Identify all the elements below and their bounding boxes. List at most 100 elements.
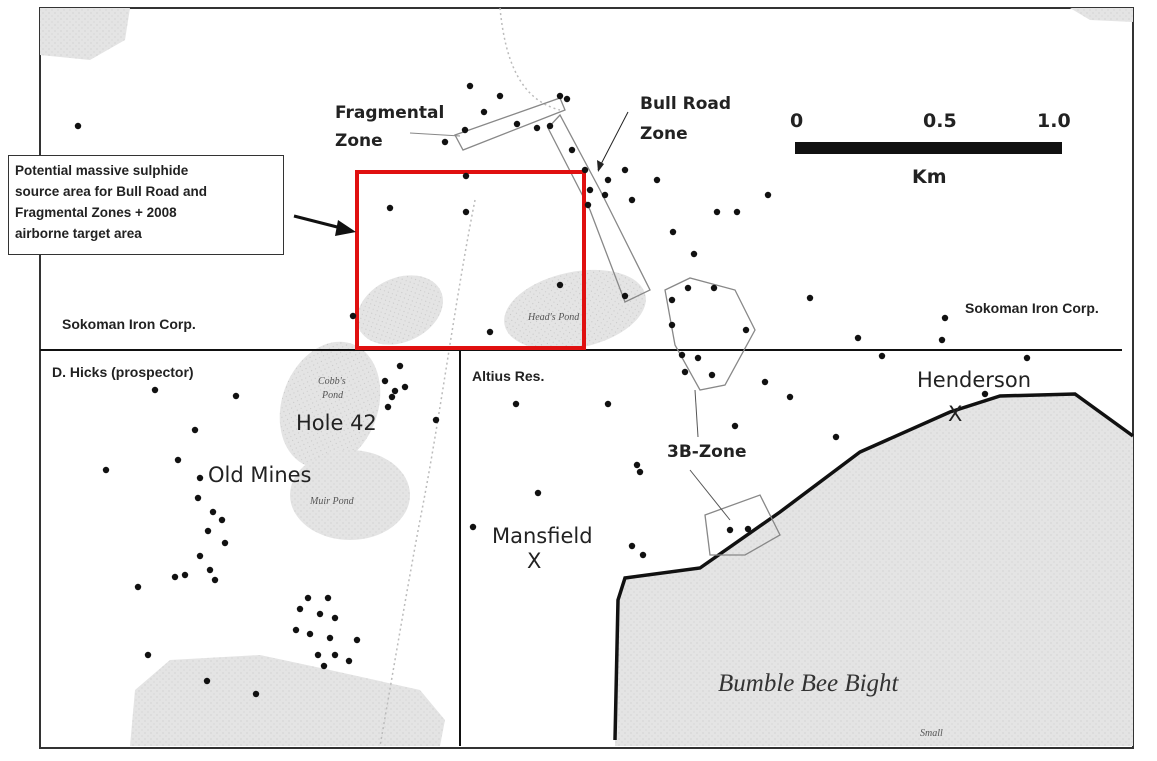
callout-box: Potential massive sulphide source area f… xyxy=(8,155,284,255)
drill-hole-dot xyxy=(832,433,840,441)
drill-hole-dot xyxy=(713,208,721,216)
drill-hole-dot xyxy=(151,386,159,394)
henderson-label: Henderson xyxy=(917,368,1032,392)
arrowhead xyxy=(597,160,604,172)
drill-hole-dot xyxy=(441,138,449,146)
drill-hole-dot xyxy=(384,403,392,411)
drill-hole-dot xyxy=(764,191,772,199)
drill-hole-dot xyxy=(331,651,339,659)
drill-hole-dot xyxy=(786,393,794,401)
drill-hole-dot xyxy=(981,390,989,398)
scale-tick-1.0: 1.0 xyxy=(1037,110,1071,132)
drill-hole-dot xyxy=(1023,354,1031,362)
drill-hole-dot xyxy=(314,651,322,659)
drill-hole-dot xyxy=(191,426,199,434)
drill-hole-dot xyxy=(432,416,440,424)
drill-hole-dot xyxy=(466,82,474,90)
drill-hole-dot xyxy=(486,328,494,336)
drill-hole-dot xyxy=(938,336,946,344)
drill-hole-dot xyxy=(316,610,324,618)
drill-hole-dot xyxy=(252,690,260,698)
drill-hole-dot xyxy=(568,146,576,154)
muir-pond xyxy=(290,450,410,540)
drill-hole-dot xyxy=(512,400,520,408)
callout-arrowhead xyxy=(335,220,356,236)
henderson-marker: X xyxy=(948,402,963,426)
bull-road-zone-outline xyxy=(547,113,651,303)
drill-hole-dot xyxy=(533,124,541,132)
drill-hole-dot xyxy=(628,542,636,550)
scale-tick-0.5: 0.5 xyxy=(923,110,957,132)
hole-42-label: Hole 42 xyxy=(296,411,377,435)
drill-hole-dot xyxy=(296,605,304,613)
drill-hole-dot xyxy=(388,393,396,401)
drill-hole-dot xyxy=(668,321,676,329)
drill-hole-dot xyxy=(878,352,886,360)
drill-hole-dot xyxy=(633,461,641,469)
drill-hole-dot xyxy=(726,526,734,534)
coastline xyxy=(613,392,1135,741)
drill-hole-dot xyxy=(678,351,686,359)
drill-hole-dot xyxy=(733,208,741,216)
drill-hole-dot xyxy=(496,92,504,100)
fragmental-zone-label-2: Zone xyxy=(335,131,383,151)
claim-label-altius: Altius Res. xyxy=(472,368,545,384)
drill-hole-dot xyxy=(203,677,211,685)
drill-hole-dot xyxy=(171,573,179,581)
heads-pond xyxy=(504,269,646,351)
drill-hole-dot xyxy=(513,120,521,128)
cobbs-pond xyxy=(279,341,381,469)
drill-hole-dot xyxy=(480,108,488,116)
drill-hole-dot xyxy=(324,594,332,602)
drill-hole-dot xyxy=(584,201,592,209)
drill-hole-dot xyxy=(744,525,752,533)
drill-hole-dot xyxy=(586,186,594,194)
drill-hole-dot xyxy=(694,354,702,362)
scale-bar xyxy=(795,142,1062,154)
pond-top-right xyxy=(1070,8,1133,22)
claim-label-sokoman-left: Sokoman Iron Corp. xyxy=(62,316,196,332)
drill-hole-dot xyxy=(211,576,219,584)
drill-hole-dot xyxy=(604,176,612,184)
drill-hole-dot xyxy=(690,250,698,258)
callout-line: airborne target area xyxy=(15,226,142,241)
target-area-box xyxy=(355,170,586,350)
drill-hole-dot xyxy=(194,494,202,502)
pond-top-left xyxy=(40,8,130,60)
drill-hole-dot xyxy=(204,527,212,535)
drill-hole-dot xyxy=(604,400,612,408)
fragmental-zone-label-1: Fragmental xyxy=(335,103,445,123)
bumble-bee-bight-water xyxy=(615,394,1133,746)
drill-hole-dot xyxy=(668,296,676,304)
drill-hole-dot xyxy=(221,539,229,547)
drill-hole-dot xyxy=(669,228,677,236)
drill-hole-dot xyxy=(209,508,217,516)
cobbs-pond-label-1: Cobb's xyxy=(318,376,346,387)
leader-arrow-3b-lower xyxy=(689,469,731,521)
drill-hole-dot xyxy=(345,657,353,665)
scale-tick-0: 0 xyxy=(790,110,804,132)
drill-hole-dot xyxy=(349,312,357,320)
drill-hole-dot xyxy=(196,474,204,482)
drill-hole-dot xyxy=(621,292,629,300)
drill-hole-dot xyxy=(628,196,636,204)
drill-hole-dot xyxy=(601,191,609,199)
drill-hole-dot xyxy=(461,126,469,134)
drill-hole-dot xyxy=(546,122,554,130)
small-label: Small xyxy=(920,728,943,739)
leader-arrow-3b xyxy=(694,389,699,438)
drill-hole-dot xyxy=(639,551,647,559)
drill-hole-dot xyxy=(563,95,571,103)
drill-hole-dot xyxy=(381,377,389,385)
scale-unit: Km xyxy=(912,166,947,188)
claim-label-hicks: D. Hicks (prospector) xyxy=(52,364,194,380)
drill-hole-dot xyxy=(174,456,182,464)
mansfield-marker: X xyxy=(527,549,542,573)
drill-hole-dot xyxy=(462,172,470,180)
callout-line: source area for Bull Road and xyxy=(15,184,208,199)
drill-hole-dot xyxy=(556,281,564,289)
drill-hole-dot xyxy=(320,662,328,670)
bull-road-zone-label-2: Zone xyxy=(640,124,688,144)
pond-in-target xyxy=(357,275,443,345)
